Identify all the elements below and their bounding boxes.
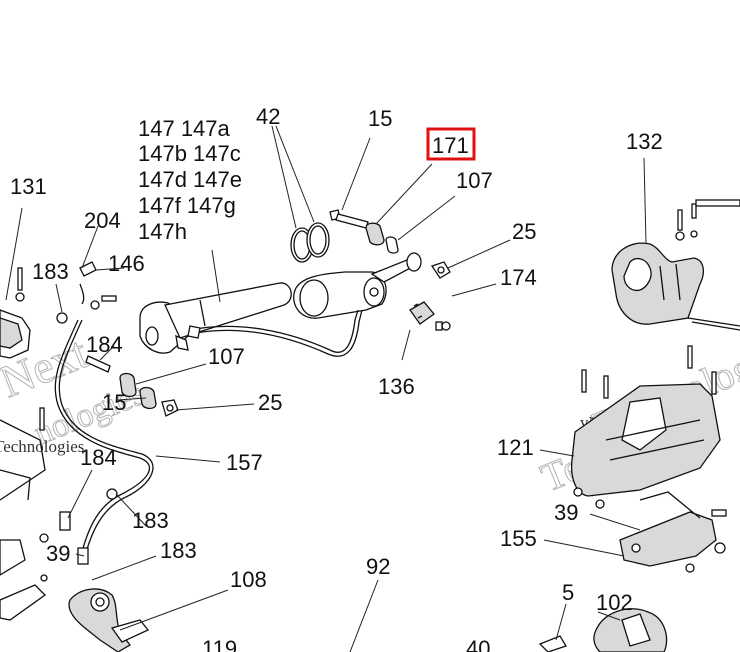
callout-label[interactable]: 102	[596, 590, 633, 615]
fastener-group-left	[15, 261, 117, 431]
support-arm-155	[619, 491, 727, 573]
highlight-box	[426, 127, 476, 161]
callout-label[interactable]: 40	[466, 636, 490, 652]
callout-label-highlighted[interactable]: 171	[432, 133, 469, 158]
callout-label[interactable]: 25	[512, 219, 536, 244]
callout-label[interactable]: 136	[378, 374, 415, 399]
adjuster-136	[409, 301, 451, 331]
callout-label[interactable]: 107	[208, 344, 245, 369]
hardware-stack-top	[329, 209, 451, 279]
callout-label[interactable]: 131	[10, 174, 47, 199]
callout-label[interactable]: 157	[226, 450, 263, 475]
o-rings-42	[290, 222, 330, 263]
callout-label[interactable]: 42	[256, 104, 280, 129]
frame-left-part	[0, 207, 49, 621]
callout-label[interactable]: 204	[84, 208, 121, 233]
hardware-stack-mid	[85, 355, 179, 417]
shock-absorber-147	[139, 252, 422, 357]
callout-label[interactable]: 174	[500, 265, 537, 290]
caliper-102	[538, 608, 668, 652]
callout-labels: 147 147a 147b 147c 147d 147e 147f 147g 1…	[10, 104, 663, 652]
callout-label[interactable]: 155	[500, 526, 537, 551]
callout-label[interactable]: 183	[160, 538, 197, 563]
callout-label[interactable]: 25	[258, 390, 282, 415]
callout-label[interactable]: 92	[366, 554, 390, 579]
callout-label[interactable]: 147d 147e	[138, 167, 242, 192]
callout-label[interactable]: 5	[562, 580, 574, 605]
callout-label[interactable]: 146	[108, 251, 145, 276]
leader-lines	[55, 125, 647, 652]
callout-label[interactable]: 107	[456, 168, 493, 193]
callout-label[interactable]: 183	[32, 259, 69, 284]
callout-label[interactable]: 132	[626, 129, 663, 154]
callout-label[interactable]: 15	[102, 390, 126, 415]
callout-label[interactable]: 15	[368, 106, 392, 131]
callout-label[interactable]: 147b 147c	[138, 141, 241, 166]
callout-label[interactable]: 147 147a	[138, 116, 231, 141]
callout-label[interactable]: 121	[497, 435, 534, 460]
callout-label[interactable]: 184	[86, 332, 123, 357]
callout-label[interactable]: 108	[230, 567, 267, 592]
watermark-text: Technologies	[0, 437, 84, 456]
mount-bracket-132	[611, 199, 740, 331]
mount-bracket-121	[570, 345, 721, 509]
callout-label[interactable]: 119	[202, 636, 237, 652]
callout-label[interactable]: 39	[46, 541, 70, 566]
callout-label[interactable]: 39	[554, 500, 578, 525]
callout-label[interactable]: 183	[132, 508, 169, 533]
callout-label[interactable]: 147h	[138, 219, 187, 244]
callout-label[interactable]: 184	[80, 445, 117, 470]
callout-label[interactable]: 147f 147g	[138, 193, 236, 218]
caliper-108	[68, 588, 150, 652]
